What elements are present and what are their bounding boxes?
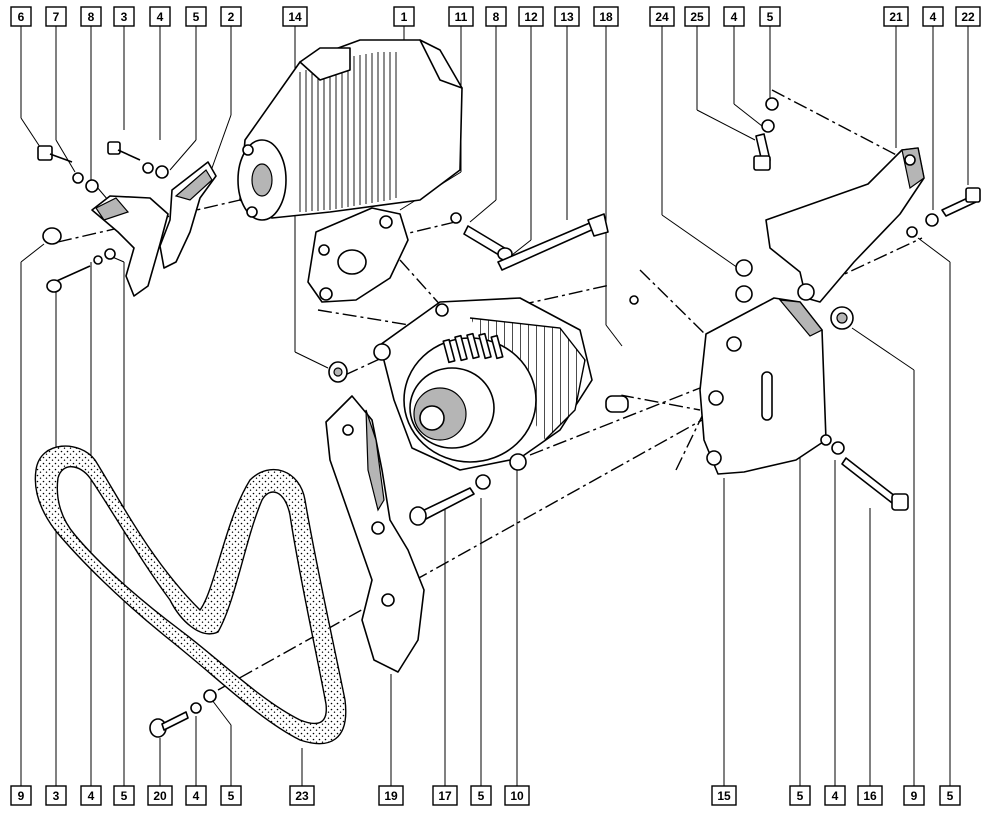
callout-number: 22 — [961, 10, 975, 24]
callout-5e: 5 — [470, 785, 492, 806]
callout-number: 5 — [767, 10, 774, 24]
callout-12: 12 — [518, 6, 544, 27]
callout-5f: 5 — [789, 785, 811, 806]
callout-number: 1 — [401, 10, 408, 24]
callout-10: 10 — [504, 785, 530, 806]
callout-number: 9 — [911, 789, 918, 803]
callout-9b: 9 — [903, 785, 925, 806]
callout-number: 5 — [947, 789, 954, 803]
callout-number: 19 — [384, 789, 398, 803]
callout-number: 24 — [655, 10, 669, 24]
support-plate — [699, 259, 827, 475]
callout-22: 22 — [955, 6, 981, 27]
callout-number: 9 — [18, 789, 25, 803]
callout-16: 16 — [857, 785, 883, 806]
callout-number: 21 — [889, 10, 903, 24]
tie-rod — [605, 295, 639, 413]
drive-belt — [34, 445, 347, 745]
callout-25: 25 — [684, 6, 710, 27]
callout-number: 15 — [717, 789, 731, 803]
callout-number: 5 — [193, 10, 200, 24]
callout-number: 5 — [478, 789, 485, 803]
callout-4: 4 — [149, 6, 171, 27]
callout-number: 5 — [797, 789, 804, 803]
callout-4b: 4 — [723, 6, 745, 27]
callout-15: 15 — [711, 785, 737, 806]
lower-bracket — [325, 395, 425, 673]
lower-bolt — [149, 689, 217, 738]
callouts-bottom: 9 3 4 5 20 4 5 23 19 17 5 10 15 5 4 16 9… — [10, 785, 961, 806]
callout-18: 18 — [593, 6, 619, 27]
callout-4c: 4 — [922, 6, 944, 27]
callout-20: 20 — [147, 785, 173, 806]
callout-number: 10 — [510, 789, 524, 803]
callout-11: 11 — [448, 6, 474, 27]
callout-number: 7 — [53, 10, 60, 24]
callout-number: 13 — [560, 10, 574, 24]
callout-number: 8 — [88, 10, 95, 24]
callout-3b: 3 — [45, 785, 67, 806]
callout-5c: 5 — [113, 785, 135, 806]
callout-number: 12 — [524, 10, 538, 24]
callout-5: 5 — [185, 6, 207, 27]
callouts-top: 6 7 8 3 4 5 2 14 1 11 8 12 13 18 24 25 4… — [10, 6, 981, 27]
callout-number: 4 — [88, 789, 95, 803]
callout-number: 4 — [832, 789, 839, 803]
callout-4e: 4 — [185, 785, 207, 806]
callout-number: 18 — [599, 10, 613, 24]
callout-24: 24 — [649, 6, 675, 27]
engine-bracket — [765, 147, 925, 303]
callout-number: 5 — [121, 789, 128, 803]
callout-number: 14 — [288, 10, 302, 24]
callout-2: 2 — [220, 6, 242, 27]
lock-nut — [328, 361, 348, 383]
tensioner-bracket — [91, 195, 169, 297]
callout-number: 23 — [295, 789, 309, 803]
callout-1: 1 — [393, 6, 415, 27]
callout-19: 19 — [378, 785, 404, 806]
callout-number: 4 — [930, 10, 937, 24]
callout-number: 17 — [438, 789, 452, 803]
callout-number: 11 — [455, 10, 468, 24]
callout-21: 21 — [883, 6, 909, 27]
callout-9: 9 — [10, 785, 32, 806]
fasteners-right — [753, 97, 981, 511]
starter-motor — [237, 39, 463, 221]
callout-5g: 5 — [939, 785, 961, 806]
callout-number: 6 — [18, 10, 25, 24]
stud-bolts — [450, 212, 609, 271]
callout-6: 6 — [10, 6, 32, 27]
callout-number: 3 — [53, 789, 60, 803]
callout-number: 4 — [731, 10, 738, 24]
callout-13: 13 — [554, 6, 580, 27]
assembly-axes — [57, 89, 923, 691]
callout-number: 4 — [193, 789, 200, 803]
callout-number: 20 — [153, 789, 167, 803]
pivot-bolt — [409, 474, 491, 526]
callout-7: 7 — [45, 6, 67, 27]
callout-4d: 4 — [80, 785, 102, 806]
callout-5b: 5 — [759, 6, 781, 27]
callout-17: 17 — [432, 785, 458, 806]
callout-number: 4 — [157, 10, 164, 24]
callout-14: 14 — [282, 6, 308, 27]
callout-number: 3 — [121, 10, 128, 24]
callout-number: 16 — [863, 789, 877, 803]
starter-support — [307, 207, 409, 303]
fasteners-left — [37, 141, 169, 293]
callout-8: 8 — [80, 6, 102, 27]
callout-4f: 4 — [824, 785, 846, 806]
callout-number: 2 — [228, 10, 235, 24]
upper-bracket — [159, 161, 217, 269]
alternator — [373, 297, 593, 471]
callout-number: 25 — [690, 10, 704, 24]
callout-3: 3 — [113, 6, 135, 27]
callout-8b: 8 — [485, 6, 507, 27]
callout-23: 23 — [289, 785, 315, 806]
callout-5d: 5 — [220, 785, 242, 806]
callout-number: 8 — [493, 10, 500, 24]
callout-number: 5 — [228, 789, 235, 803]
